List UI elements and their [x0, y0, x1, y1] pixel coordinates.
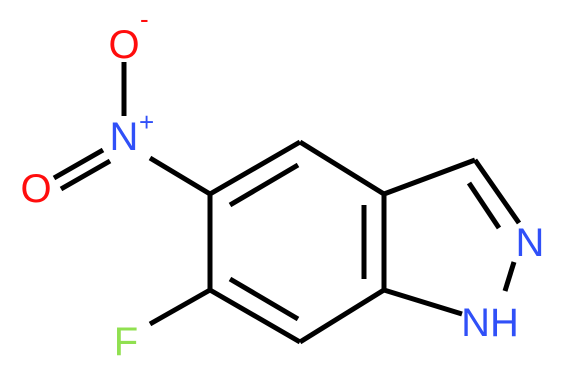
- bond-c3-n2: [472, 158, 522, 225]
- atom-n-nitro: N: [110, 115, 139, 159]
- bond-c6-c7: [208, 287, 302, 345]
- bond-c3a-c3: [383, 157, 476, 197]
- bond-nnitro-oleft-b: [59, 158, 112, 192]
- charge-n-nitro: +: [139, 107, 154, 137]
- bond-c7-c7a: [298, 287, 386, 345]
- atom-o-top: O: [108, 23, 139, 67]
- bond-n2-n1: [502, 261, 517, 292]
- bond-c5-nnitro: [148, 155, 212, 197]
- bond-c4-c5-inner: [228, 162, 300, 208]
- bond-c6-c7-inner: [228, 276, 300, 322]
- charge-o-top: -: [140, 4, 149, 34]
- bond-c6-f: [148, 287, 212, 327]
- atom-nh-ring: NH: [461, 301, 519, 345]
- atom-labels: O - N + O N NH F: [20, 4, 544, 364]
- bond-nnitro-oleft-a: [52, 147, 105, 181]
- bond-c3-n2-inner: [466, 181, 502, 230]
- bond-c4-c5: [208, 139, 302, 197]
- bond-n1-c7a: [383, 287, 463, 317]
- atom-f: F: [114, 320, 138, 364]
- atom-n-ring: N: [516, 221, 545, 265]
- atom-o-left: O: [20, 167, 51, 211]
- bonds: [52, 62, 522, 345]
- bond-c3a-c4: [298, 139, 386, 197]
